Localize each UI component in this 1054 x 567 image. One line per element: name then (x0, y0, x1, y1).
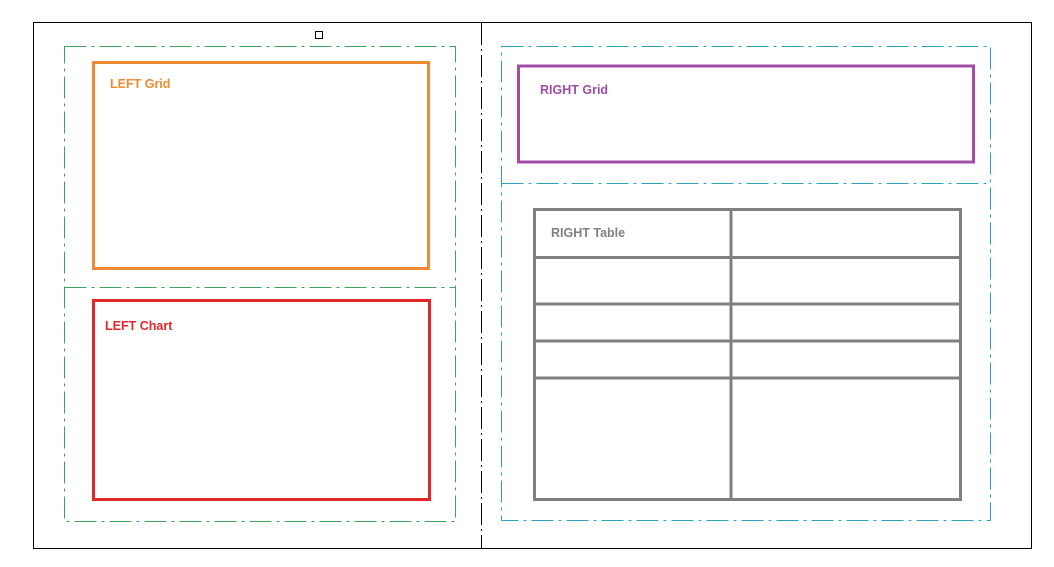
left-grid-box[interactable] (92, 61, 430, 270)
right-table-border (533, 208, 962, 501)
right-grid-label: RIGHT Grid (540, 83, 608, 97)
right-zone-border (501, 46, 991, 521)
left-chart-label: LEFT Chart (105, 319, 173, 333)
right-table-label: RIGHT Table (551, 226, 625, 240)
resize-handle[interactable] (315, 31, 323, 39)
right-grid-box[interactable] (517, 64, 975, 164)
right-zone (501, 46, 991, 521)
right-table[interactable] (533, 208, 962, 501)
left-grid-label: LEFT Grid (110, 77, 170, 91)
left-zone-border (64, 46, 456, 522)
page-border (33, 22, 1032, 549)
left-chart-box[interactable] (92, 299, 431, 501)
left-zone (64, 46, 456, 522)
